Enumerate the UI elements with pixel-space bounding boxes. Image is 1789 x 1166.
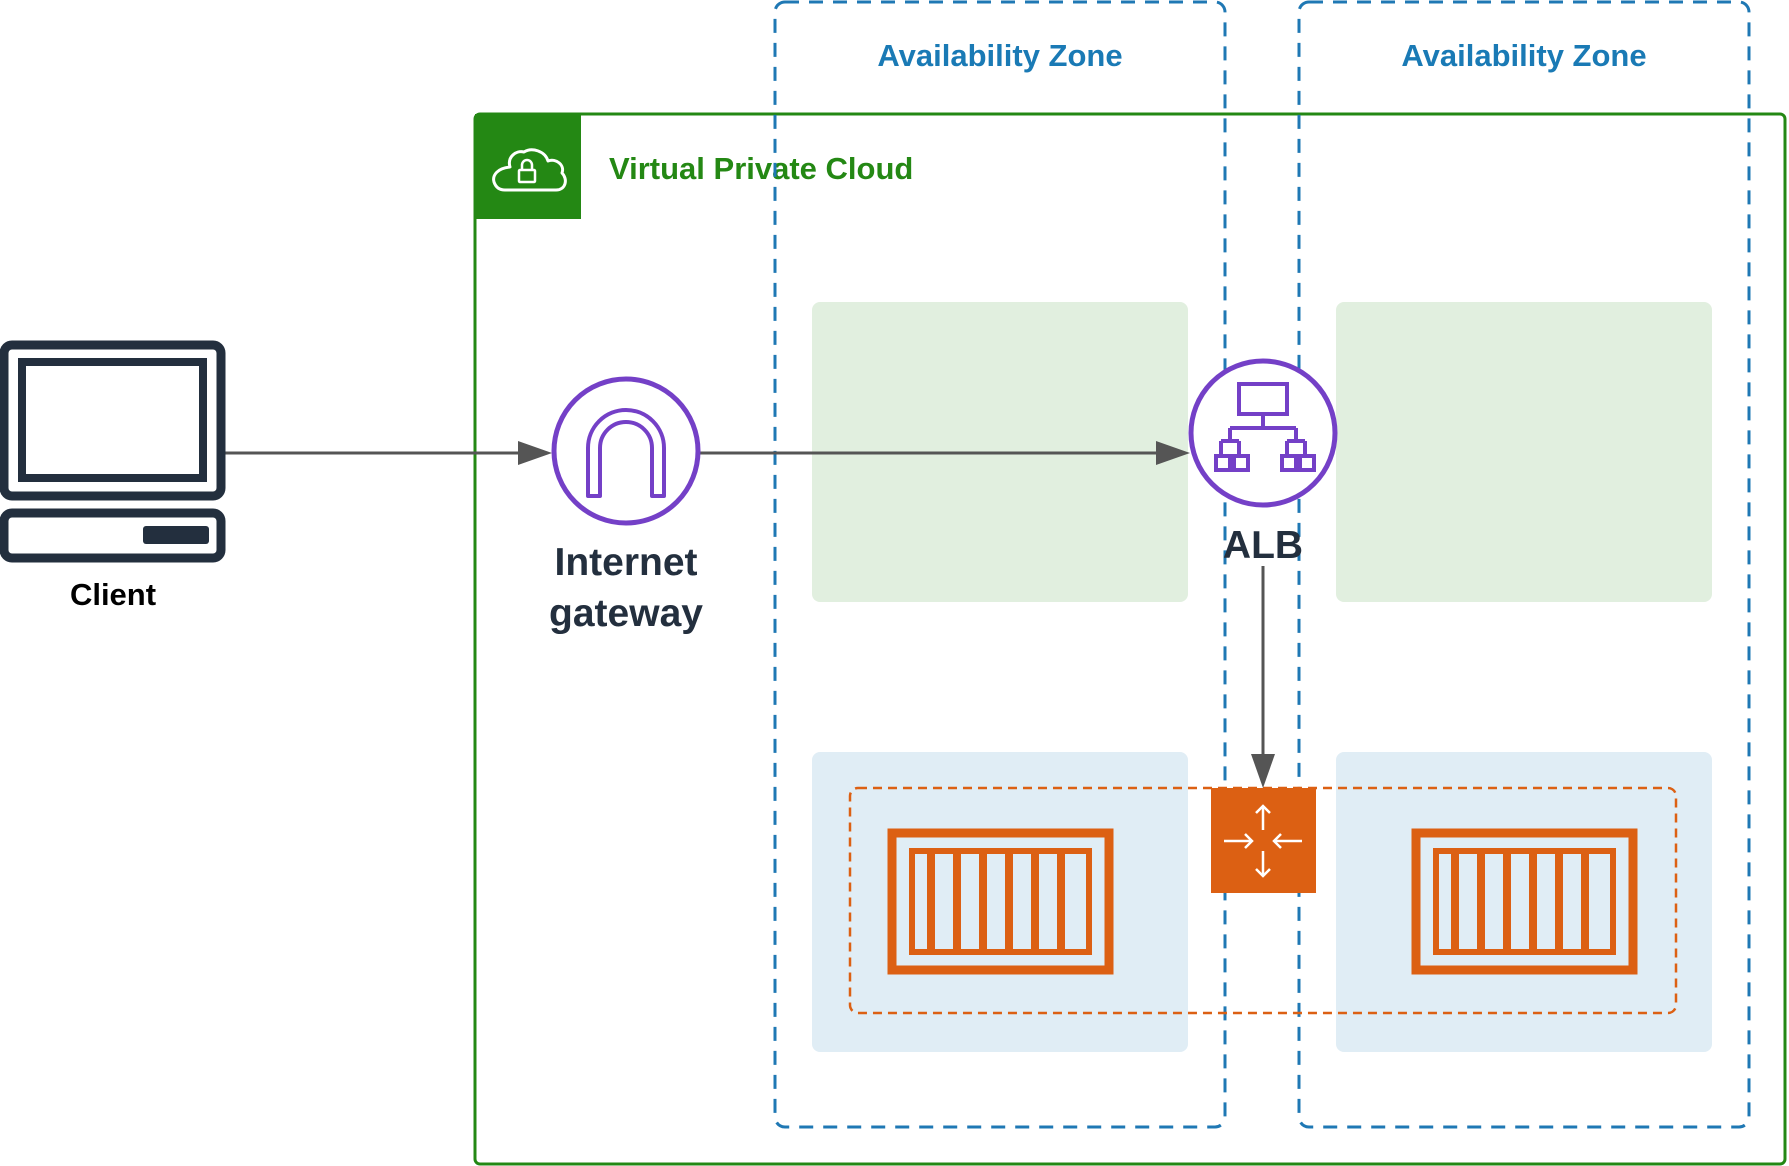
internet-gateway-label-line2: gateway	[549, 592, 703, 635]
client-label: Client	[70, 577, 156, 612]
internet-gateway-label-line1: Internet	[554, 541, 697, 584]
service-connect-icon	[1211, 788, 1316, 893]
private-subnet-az2	[1336, 752, 1712, 1052]
arrow-gateway-to-alb	[700, 441, 1190, 465]
arrow-client-to-gateway	[225, 441, 552, 465]
vpc-label: Virtual Private Cloud	[609, 151, 913, 186]
vpc-boundary	[473, 112, 1787, 1166]
private-subnet-az1	[812, 752, 1188, 1052]
internet-gateway-icon	[551, 376, 701, 526]
desktop-computer-icon	[0, 340, 226, 563]
availability-zone-2-label: Availability Zone	[1401, 38, 1646, 73]
alb-label: ALB	[1223, 524, 1303, 567]
public-subnet-az2	[1336, 302, 1712, 602]
cloud-lock-icon	[475, 114, 581, 219]
container-icon	[1411, 828, 1638, 975]
availability-zone-2	[1297, 0, 1751, 1129]
container-icon	[887, 828, 1114, 975]
load-balancer-icon	[1188, 358, 1338, 508]
availability-zone-1-label: Availability Zone	[877, 38, 1122, 73]
arrow-alb-to-service	[1251, 566, 1275, 788]
availability-zone-1	[773, 0, 1227, 1129]
